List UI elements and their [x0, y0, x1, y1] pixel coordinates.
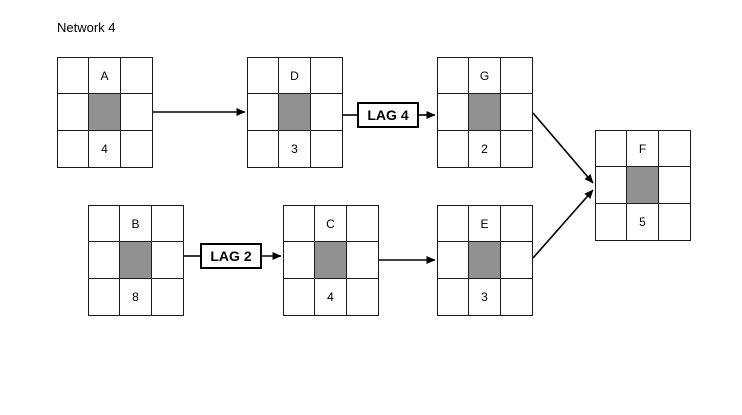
node-a-cell-9 — [120, 130, 152, 167]
node-a-cell-7 — [58, 130, 90, 167]
node-g-cell-4 — [438, 94, 470, 131]
node-a[interactable]: A 4 — [57, 57, 153, 168]
node-a-cell-6 — [120, 94, 152, 131]
node-g-cell-9 — [500, 130, 532, 167]
node-f-cell-4 — [596, 167, 628, 204]
node-e-value: 3 — [469, 278, 501, 315]
node-b-cell-9 — [151, 278, 183, 315]
node-a-center — [89, 94, 121, 131]
node-c-label: C — [315, 206, 347, 243]
node-g-cell-7 — [438, 130, 470, 167]
node-b-cell-3 — [151, 206, 183, 243]
node-d-cell-1 — [248, 58, 280, 95]
node-f-cell-3 — [658, 131, 690, 168]
node-f-cell-7 — [596, 203, 628, 240]
node-d-center — [279, 94, 311, 131]
node-b-cell-6 — [151, 242, 183, 279]
node-e-cell-3 — [500, 206, 532, 243]
node-c-cell-3 — [346, 206, 378, 243]
node-e-cell-6 — [500, 242, 532, 279]
node-b-cell-1 — [89, 206, 121, 243]
node-e-label: E — [469, 206, 501, 243]
node-d[interactable]: D 3 — [247, 57, 343, 168]
node-e-cell-7 — [438, 278, 470, 315]
node-c-cell-4 — [284, 242, 316, 279]
node-d-cell-4 — [248, 94, 280, 131]
node-d-cell-7 — [248, 130, 280, 167]
node-e-center — [469, 242, 501, 279]
node-b-cell-4 — [89, 242, 121, 279]
node-e-cell-9 — [500, 278, 532, 315]
node-g-center — [469, 94, 501, 131]
node-d-cell-3 — [310, 58, 342, 95]
page-title: Network 4 — [57, 20, 116, 35]
node-d-cell-6 — [310, 94, 342, 131]
node-a-label: A — [89, 58, 121, 95]
node-b[interactable]: B 8 — [88, 205, 184, 316]
node-b-label: B — [120, 206, 152, 243]
node-f-cell-9 — [658, 203, 690, 240]
edge-e-f — [532, 189, 594, 259]
node-g-cell-6 — [500, 94, 532, 131]
node-c-cell-6 — [346, 242, 378, 279]
node-d-label: D — [279, 58, 311, 95]
node-b-center — [120, 242, 152, 279]
node-g-value: 2 — [469, 130, 501, 167]
node-e-cell-4 — [438, 242, 470, 279]
node-d-cell-9 — [310, 130, 342, 167]
node-a-cell-1 — [58, 58, 90, 95]
edge-g-f — [532, 112, 594, 184]
node-f-cell-1 — [596, 131, 628, 168]
lag-box-2[interactable]: LAG 2 — [200, 243, 262, 269]
node-f-value: 5 — [627, 203, 659, 240]
node-c-cell-9 — [346, 278, 378, 315]
node-c-value: 4 — [315, 278, 347, 315]
node-g[interactable]: G 2 — [437, 57, 533, 168]
node-c-center — [315, 242, 347, 279]
node-g-cell-1 — [438, 58, 470, 95]
node-e-cell-1 — [438, 206, 470, 243]
node-a-cell-3 — [120, 58, 152, 95]
lag-box-4[interactable]: LAG 4 — [357, 102, 419, 128]
node-g-label: G — [469, 58, 501, 95]
node-f-center — [627, 167, 659, 204]
node-c-cell-1 — [284, 206, 316, 243]
node-f-label: F — [627, 131, 659, 168]
node-b-cell-7 — [89, 278, 121, 315]
node-f-cell-6 — [658, 167, 690, 204]
node-a-cell-4 — [58, 94, 90, 131]
node-g-cell-3 — [500, 58, 532, 95]
node-b-value: 8 — [120, 278, 152, 315]
node-c-cell-7 — [284, 278, 316, 315]
node-a-value: 4 — [89, 130, 121, 167]
node-d-value: 3 — [279, 130, 311, 167]
node-c[interactable]: C 4 — [283, 205, 379, 316]
node-e[interactable]: E 3 — [437, 205, 533, 316]
node-f[interactable]: F 5 — [595, 130, 691, 241]
